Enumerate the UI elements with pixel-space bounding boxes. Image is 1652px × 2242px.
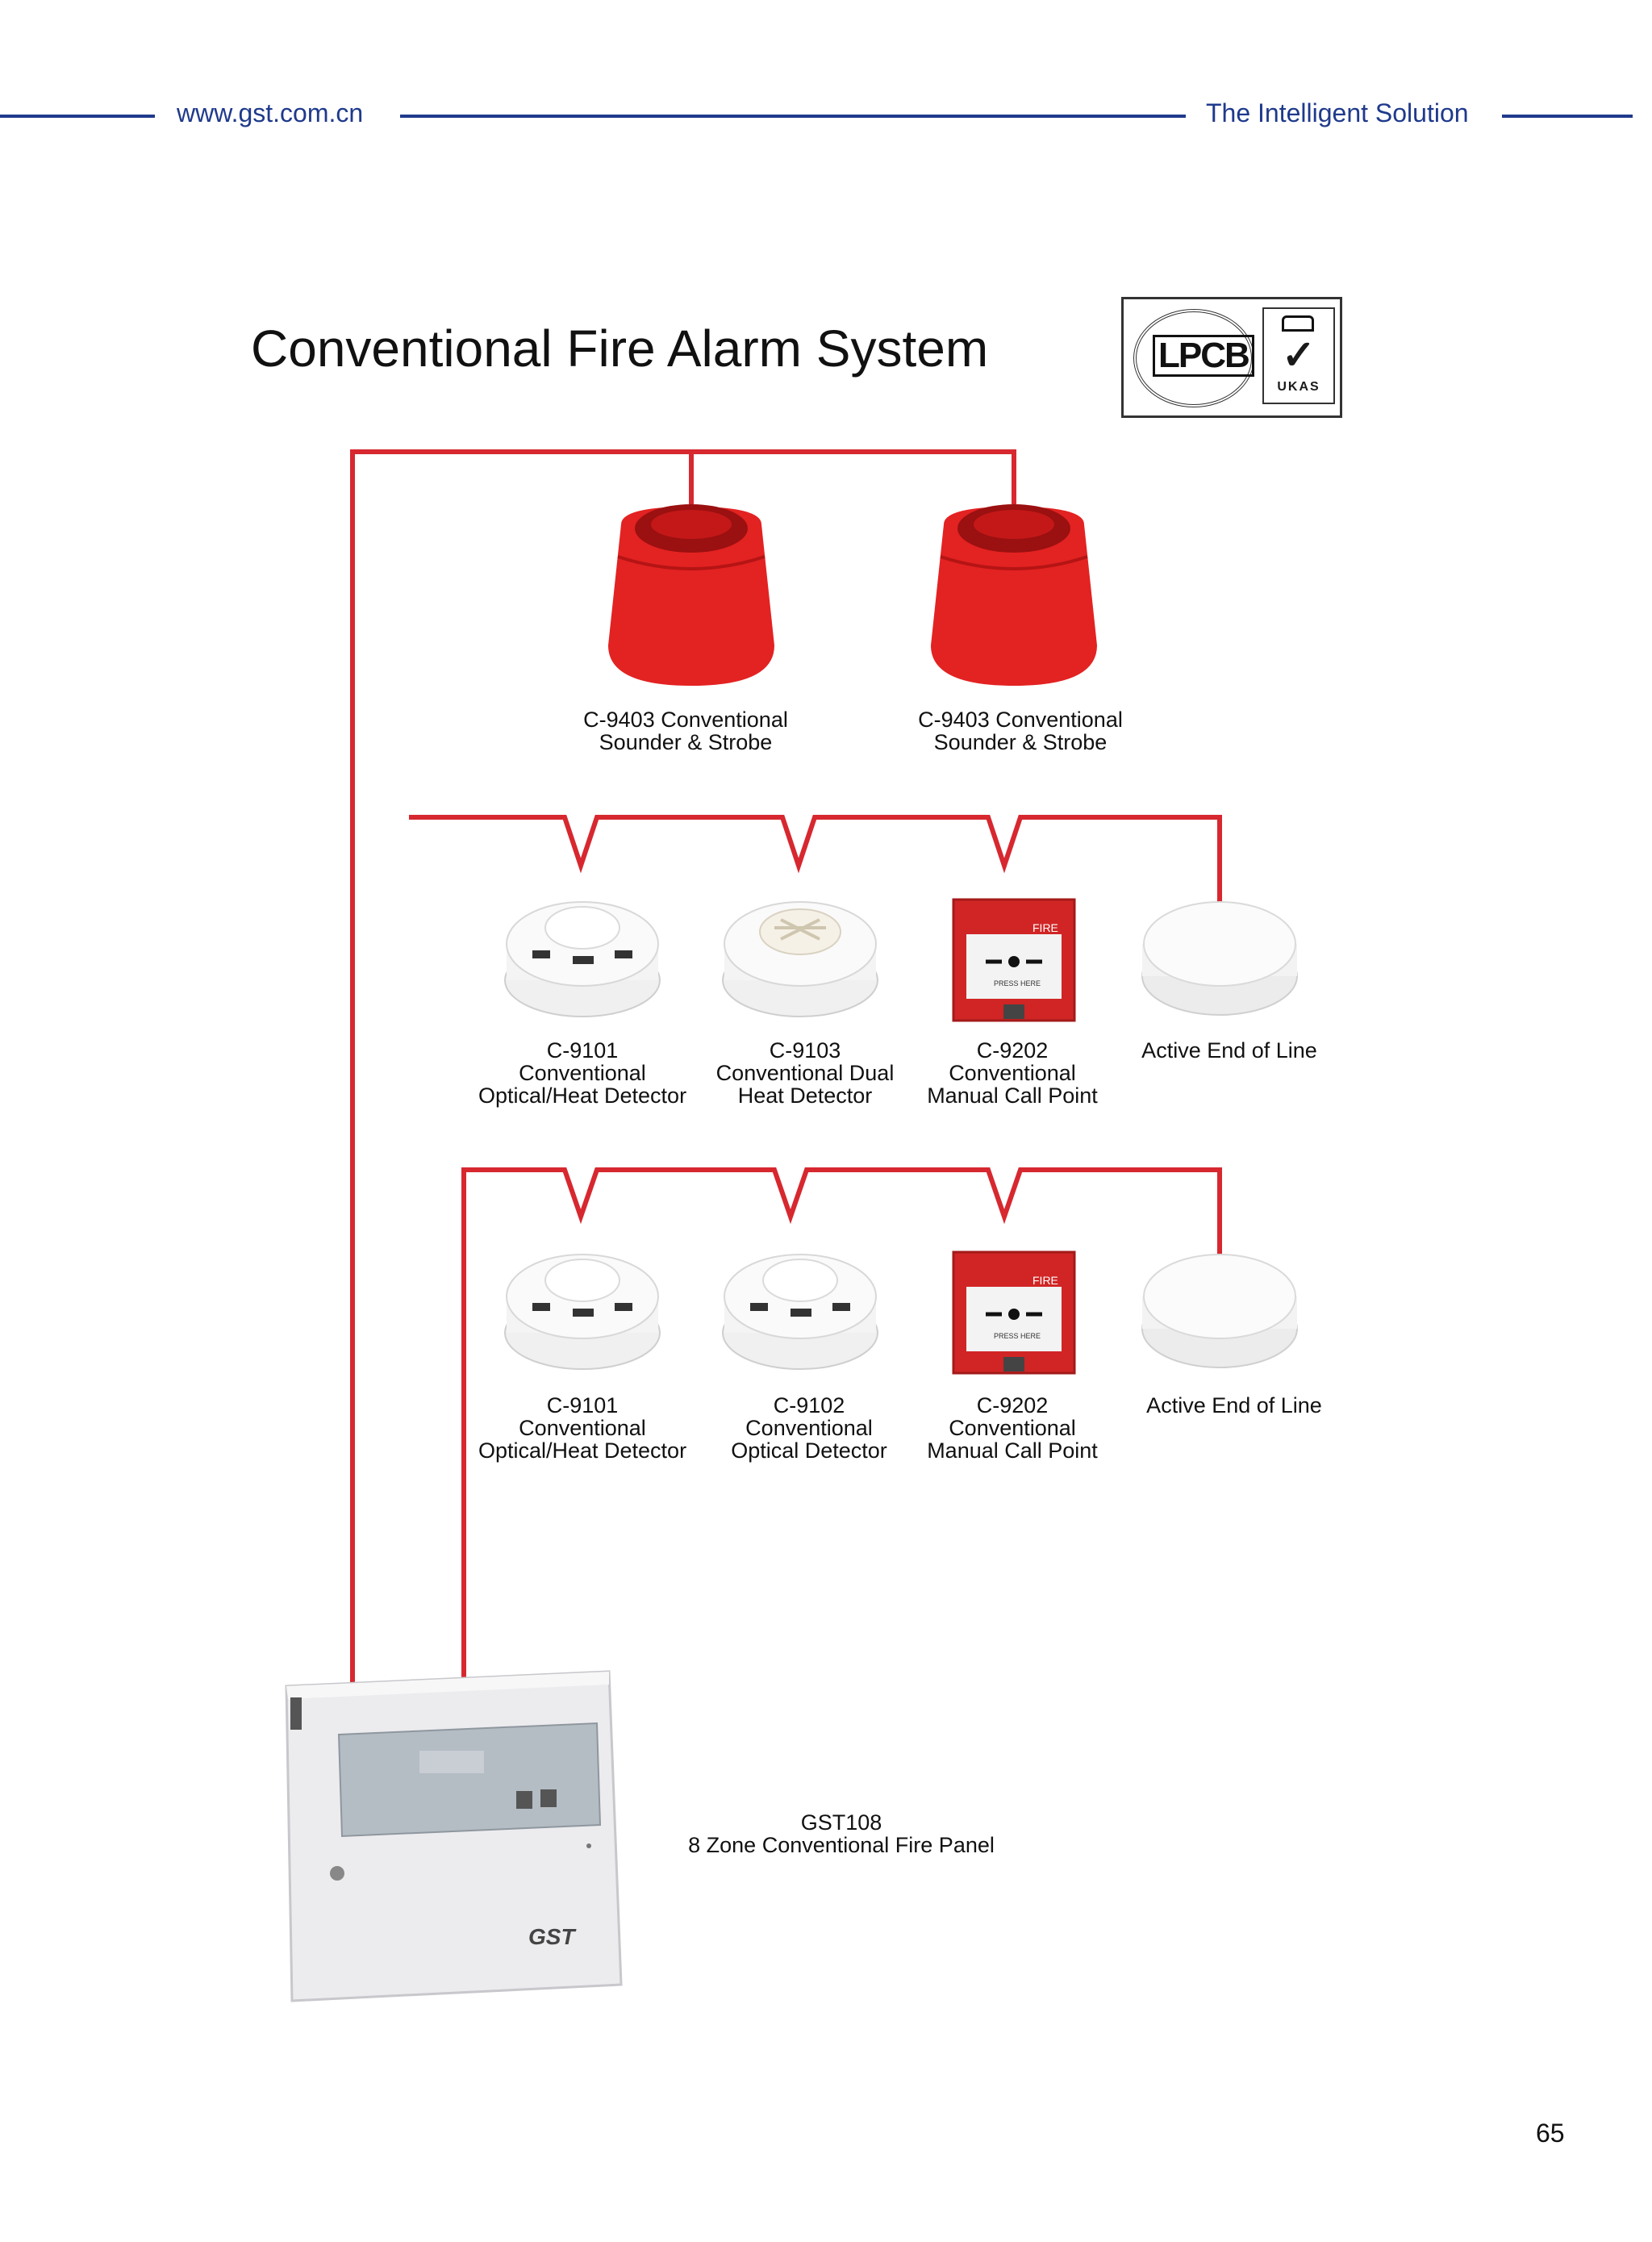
- smoke-detector-icon[interactable]: [504, 901, 661, 1017]
- page-title: Conventional Fire Alarm System: [251, 319, 989, 378]
- label-sounder-1: C-9403 Conventional Sounder & Strobe: [583, 708, 788, 754]
- label-zone2-device-3: C-9202 Conventional Manual Call Point: [927, 1394, 1098, 1462]
- label-line: Conventional: [745, 1416, 873, 1440]
- header-website[interactable]: www.gst.com.cn: [177, 98, 364, 127]
- end-of-line-icon: [1141, 901, 1298, 1016]
- label-line: Conventional: [519, 1416, 646, 1440]
- label-line: Sounder & Strobe: [599, 730, 773, 754]
- wire-zone2-chain: [461, 1167, 1222, 1686]
- mcp-fire-label: FIRE: [1032, 1274, 1058, 1287]
- wire-lines: [350, 449, 1222, 1686]
- label-fire-panel: GST108 8 Zone Conventional Fire Panel: [688, 1811, 995, 1856]
- ukas-frame: [1262, 307, 1335, 404]
- manual-call-point-icon[interactable]: FIRE PRESS HERE: [952, 1250, 1076, 1375]
- label-line: Conventional Dual: [715, 1061, 895, 1085]
- label-line: Manual Call Point: [927, 1083, 1098, 1108]
- fire-panel[interactable]: GST: [285, 1670, 623, 2002]
- manual-call-point-icon[interactable]: FIRE PRESS HERE: [952, 898, 1076, 1022]
- sounder-strobe-1[interactable]: [608, 504, 774, 686]
- label-line: C-9102: [773, 1393, 845, 1417]
- label-line: GST108: [800, 1810, 882, 1835]
- smoke-detector-icon[interactable]: [722, 1254, 878, 1370]
- label-line: C-9101: [546, 1393, 619, 1417]
- label-line: Sounder & Strobe: [933, 730, 1108, 754]
- label-line: 8 Zone Conventional Fire Panel: [688, 1833, 995, 1857]
- end-of-line-icon: [1141, 1254, 1298, 1368]
- label-line: C-9202: [976, 1393, 1049, 1417]
- label-sounder-2: C-9403 Conventional Sounder & Strobe: [918, 708, 1123, 754]
- label-zone1-device-4: Active End of Line: [1141, 1039, 1317, 1062]
- label-line: C-9403 Conventional: [918, 708, 1123, 732]
- label-line: Conventional: [519, 1061, 646, 1085]
- lpcb-mark: LPCB: [1153, 335, 1254, 377]
- label-zone2-device-4: Active End of Line: [1146, 1394, 1322, 1417]
- label-line: Optical/Heat Detector: [478, 1438, 687, 1463]
- label-line: C-9101: [546, 1038, 619, 1063]
- mcp-press-label: PRESS HERE: [994, 1332, 1041, 1340]
- smoke-detector-icon[interactable]: [504, 1254, 661, 1370]
- ukas-crown-check-icon: [1282, 315, 1314, 332]
- label-line: Active End of Line: [1146, 1393, 1322, 1417]
- label-zone1-device-1: C-9101 Conventional Optical/Heat Detecto…: [478, 1039, 686, 1107]
- label-line: Conventional: [949, 1416, 1076, 1440]
- label-zone1-device-2: C-9103 Conventional Dual Heat Detector: [716, 1039, 895, 1107]
- label-line: Conventional: [949, 1061, 1076, 1085]
- label-zone2-device-1: C-9101 Conventional Optical/Heat Detecto…: [478, 1394, 686, 1462]
- sounder-strobe-2[interactable]: [931, 504, 1097, 686]
- header-line-right: [1502, 115, 1633, 118]
- certification-badge: LPCB ✓ UKAS: [1121, 297, 1342, 418]
- label-line: Heat Detector: [737, 1083, 873, 1108]
- ukas-mark: UKAS: [1277, 380, 1320, 394]
- wire-sounder-loop: [350, 449, 1016, 1686]
- label-line: C-9103: [769, 1038, 841, 1063]
- label-line: Optical/Heat Detector: [478, 1083, 687, 1108]
- label-line: Active End of Line: [1141, 1038, 1317, 1063]
- label-zone1-device-3: C-9202 Conventional Manual Call Point: [927, 1039, 1098, 1107]
- label-line: C-9202: [976, 1038, 1049, 1063]
- header-tagline: The Intelligent Solution: [1206, 98, 1469, 127]
- heat-detector-icon[interactable]: [722, 901, 878, 1017]
- header-line-middle: [400, 115, 1186, 118]
- label-line: Optical Detector: [731, 1438, 887, 1463]
- label-line: Manual Call Point: [927, 1438, 1098, 1463]
- check-icon: ✓: [1282, 332, 1316, 378]
- panel-brand: GST: [528, 1924, 577, 1949]
- label-line: C-9403 Conventional: [583, 708, 788, 732]
- page-number: 65: [1536, 2119, 1565, 2148]
- header-line-left: [0, 115, 155, 118]
- wire-zone1-chain: [409, 815, 1222, 904]
- label-zone2-device-2: C-9102 Conventional Optical Detector: [731, 1394, 887, 1462]
- mcp-press-label: PRESS HERE: [994, 979, 1041, 987]
- mcp-fire-label: FIRE: [1032, 921, 1058, 934]
